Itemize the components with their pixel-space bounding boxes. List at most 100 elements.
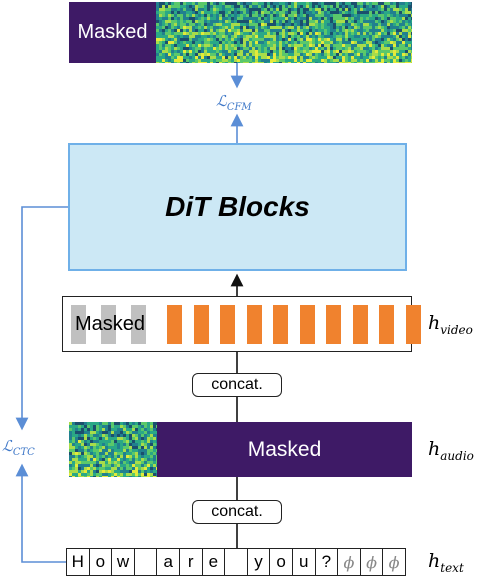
spectrogram-cell <box>84 464 87 467</box>
spectrogram-cell <box>75 455 78 458</box>
concat-lower-label: concat. <box>211 503 263 520</box>
spectrogram-cell <box>315 20 318 23</box>
spectrogram-cell <box>156 14 159 17</box>
spectrogram-cell <box>315 8 318 11</box>
spectrogram-cell <box>150 446 153 449</box>
spectrogram-cell <box>159 44 162 47</box>
spectrogram-cell <box>156 44 159 47</box>
spectrogram-cell <box>213 26 216 29</box>
spectrogram-cell <box>135 476 138 477</box>
spectrogram-cell <box>171 14 174 17</box>
spectrogram-cell <box>246 5 249 8</box>
spectrogram-cell <box>162 53 165 56</box>
spectrogram-cell <box>381 53 384 56</box>
spectrogram-cell <box>237 35 240 38</box>
spectrogram-cell <box>159 53 162 56</box>
spectrogram-cell <box>159 50 162 53</box>
spectrogram-cell <box>135 425 138 428</box>
spectrogram-cell <box>120 425 123 428</box>
spectrogram-cell <box>201 47 204 50</box>
spectrogram-cell <box>324 47 327 50</box>
spectrogram-cell <box>339 29 342 32</box>
spectrogram-cell <box>261 20 264 23</box>
spectrogram-cell <box>339 20 342 23</box>
spectrogram-cell <box>273 32 276 35</box>
spectrogram-cell <box>141 470 144 473</box>
spectrogram-cell <box>195 29 198 32</box>
spectrogram-cell <box>231 14 234 17</box>
spectrogram-cell <box>384 20 387 23</box>
spectrogram-cell <box>237 20 240 23</box>
spectrogram-cell <box>105 443 108 446</box>
text-token: a <box>157 549 180 575</box>
spectrogram-cell <box>249 17 252 20</box>
spectrogram-cell <box>384 35 387 38</box>
spectrogram-cell <box>138 443 141 446</box>
spectrogram-cell <box>69 458 72 461</box>
spectrogram-cell <box>192 8 195 11</box>
spectrogram-cell <box>204 38 207 41</box>
text-token: r <box>180 549 203 575</box>
spectrogram-cell <box>102 425 105 428</box>
spectrogram-cell <box>351 23 354 26</box>
spectrogram-cell <box>204 17 207 20</box>
spectrogram-cell <box>309 50 312 53</box>
spectrogram-cell <box>147 455 150 458</box>
spectrogram-cell <box>72 452 75 455</box>
spectrogram-cell <box>285 23 288 26</box>
spectrogram-cell <box>402 59 405 62</box>
spectrogram-cell <box>333 50 336 53</box>
spectrogram-cell <box>69 425 72 428</box>
spectrogram-cell <box>288 47 291 50</box>
spectrogram-cell <box>141 449 144 452</box>
spectrogram-cell <box>105 422 108 425</box>
spectrogram-cell <box>366 2 369 5</box>
spectrogram-cell <box>156 431 157 434</box>
spectrogram-cell <box>264 2 267 5</box>
spectrogram-cell <box>300 44 303 47</box>
spectrogram-cell <box>369 8 372 11</box>
spectrogram-cell <box>207 41 210 44</box>
spectrogram-cell <box>333 20 336 23</box>
spectrogram-cell <box>177 50 180 53</box>
spectrogram-cell <box>279 23 282 26</box>
spectrogram-cell <box>366 26 369 29</box>
spectrogram-cell <box>81 473 84 476</box>
spectrogram-cell <box>267 56 270 59</box>
spectrogram-cell <box>237 47 240 50</box>
spectrogram-cell <box>165 20 168 23</box>
spectrogram-cell <box>258 59 261 62</box>
spectrogram-cell <box>264 62 267 63</box>
spectrogram-cell <box>348 35 351 38</box>
spectrogram-cell <box>126 461 129 464</box>
spectrogram-cell <box>186 56 189 59</box>
spectrogram-cell <box>240 20 243 23</box>
spectrogram-cell <box>393 23 396 26</box>
spectrogram-cell <box>138 464 141 467</box>
spectrogram-cell <box>396 47 399 50</box>
spectrogram-cell <box>342 8 345 11</box>
spectrogram-cell <box>318 14 321 17</box>
spectrogram-cell <box>159 5 162 8</box>
spectrogram-cell <box>315 53 318 56</box>
spectrogram-cell <box>276 44 279 47</box>
spectrogram-cell <box>369 38 372 41</box>
spectrogram-cell <box>294 50 297 53</box>
spectrogram-cell <box>402 41 405 44</box>
spectrogram-cell <box>330 11 333 14</box>
spectrogram-cell <box>156 59 159 62</box>
spectrogram-cell <box>306 20 309 23</box>
spectrogram-cell <box>93 458 96 461</box>
spectrogram-cell <box>327 11 330 14</box>
text-token: H <box>67 549 90 575</box>
spectrogram-cell <box>102 449 105 452</box>
spectrogram-cell <box>297 32 300 35</box>
spectrogram-cell <box>186 5 189 8</box>
spectrogram-cell <box>321 32 324 35</box>
spectrogram-cell <box>363 44 366 47</box>
spectrogram-cell <box>129 476 132 477</box>
spectrogram-cell <box>213 11 216 14</box>
spectrogram-cell <box>180 17 183 20</box>
spectrogram-cell <box>93 428 96 431</box>
spectrogram-cell <box>279 53 282 56</box>
